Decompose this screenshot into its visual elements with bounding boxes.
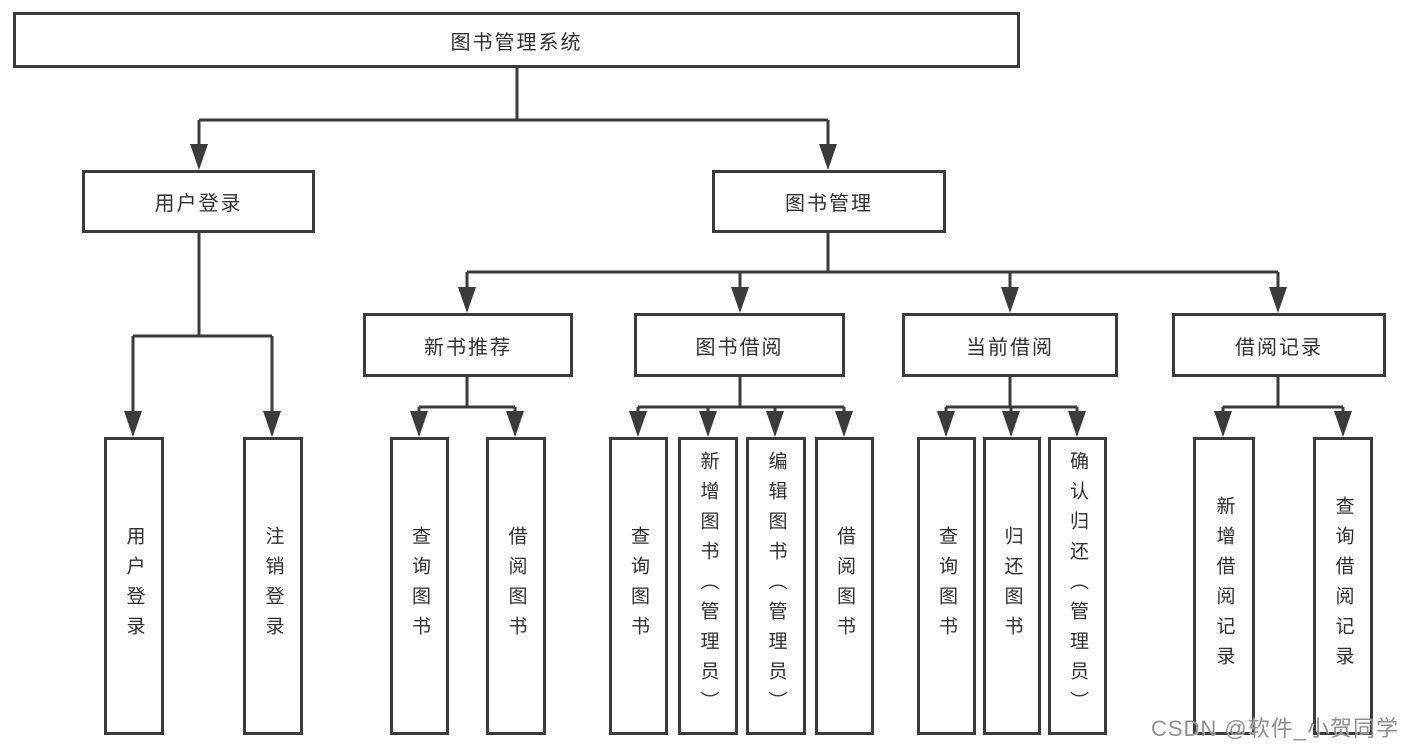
leaf-borrowing-query-book: 查询图书	[609, 437, 668, 735]
node-current-borrowing: 当前借阅	[902, 313, 1118, 377]
leaf-user-login-label: 用户登录	[123, 526, 145, 646]
leaf-add-book-admin-label: 新增图书（管理员）	[697, 451, 719, 721]
leaf-query-borrow-record: 查询借阅记录	[1313, 437, 1373, 735]
node-book-management-label: 图书管理	[785, 193, 873, 215]
node-user-login-label: 用户登录	[154, 193, 243, 215]
leaf-add-book-admin: 新增图书（管理员）	[678, 437, 738, 735]
leaf-recommend-borrow-book: 借阅图书	[486, 437, 546, 735]
node-borrowing-records-label: 借阅记录	[1235, 336, 1323, 359]
leaf-current-query-book-label: 查询图书	[936, 526, 957, 646]
leaf-borrowing-borrow-book-label: 借阅图书	[834, 526, 855, 646]
leaf-add-borrow-record: 新增借阅记录	[1193, 437, 1255, 735]
leaf-edit-book-admin-label: 编辑图书（管理员）	[765, 451, 787, 721]
leaf-query-borrow-record-label: 查询借阅记录	[1332, 496, 1354, 676]
leaf-add-borrow-record-label: 新增借阅记录	[1213, 496, 1235, 676]
leaf-recommend-borrow-book-label: 借阅图书	[505, 526, 527, 646]
leaf-logout-label: 注销登录	[262, 526, 284, 646]
leaf-recommend-query-book-label: 查询图书	[409, 526, 430, 646]
leaf-edit-book-admin: 编辑图书（管理员）	[746, 437, 806, 735]
node-root: 图书管理系统	[13, 12, 1020, 68]
csdn-watermark: CSDN @软件_小贺同学	[1150, 716, 1399, 741]
leaf-confirm-return-admin-label: 确认归还（管理员）	[1067, 451, 1088, 721]
leaf-return-book-label: 归还图书	[1001, 526, 1023, 646]
leaf-logout: 注销登录	[243, 437, 303, 735]
connector-paths	[131, 68, 1345, 420]
node-new-book-recommend: 新书推荐	[363, 313, 573, 377]
node-user-login: 用户登录	[82, 170, 315, 233]
node-new-book-recommend-label: 新书推荐	[424, 336, 512, 359]
leaf-recommend-query-book: 查询图书	[390, 437, 449, 735]
node-book-management: 图书管理	[712, 170, 946, 233]
node-current-borrowing-label: 当前借阅	[966, 336, 1054, 359]
leaf-borrowing-query-book-label: 查询图书	[628, 526, 649, 646]
leaf-return-book: 归还图书	[983, 437, 1041, 735]
leaf-borrowing-borrow-book: 借阅图书	[815, 437, 874, 735]
leaf-current-query-book: 查询图书	[917, 437, 976, 735]
node-borrowing-records: 借阅记录	[1172, 313, 1386, 377]
leaf-user-login: 用户登录	[104, 437, 164, 735]
node-root-label: 图书管理系统	[450, 31, 583, 54]
arrowheads	[124, 144, 1352, 437]
leaf-confirm-return-admin: 确认归还（管理员）	[1048, 437, 1107, 735]
node-book-borrowing-label: 图书借阅	[695, 336, 784, 359]
node-book-borrowing: 图书借阅	[634, 313, 845, 377]
